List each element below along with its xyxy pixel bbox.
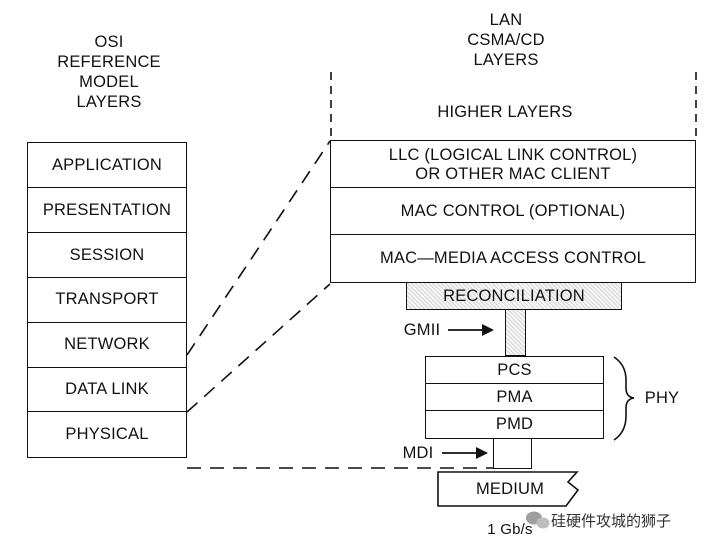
medium-label: MEDIUM [475,480,545,498]
lan-title: LAN CSMA/CD LAYERS [467,11,545,69]
watermark: 硅硬件攻城的狮子 [525,507,715,533]
mdi-label: MDI [402,444,434,462]
network-to-llc-dashed-line [186,140,331,356]
wechat-logo-icon [526,511,550,529]
speed-label: 1 Gb/s [487,521,533,538]
osi-layer-data-link: DATA LINK [27,366,187,414]
reconciliation-box: RECONCILIATION [406,282,622,310]
osi-layer-stack: APPLICATION PRESENTATION SESSION TRANSPO… [27,142,187,458]
mdi-arrow-icon [442,447,488,459]
phy-label: PHY [644,389,680,407]
osi-layer-application: APPLICATION [27,142,187,189]
osi-title: OSI REFERENCE MODEL LAYERS [57,33,161,111]
llc-box: LLC (LOGICAL LINK CONTROL) OR OTHER MAC … [330,140,696,189]
mdi-connector [493,438,532,469]
pma-box: PMA [425,383,604,412]
gmii-label: GMII [403,321,441,339]
higher-layers-label: HIGHER LAYERS [437,103,573,121]
datalink-to-mac-dashed-line [186,283,331,413]
medium-box [437,471,580,507]
gmii-connector [505,309,526,356]
phy-brace [613,356,635,441]
osi-layer-transport: TRANSPORT [27,276,187,324]
gmii-arrow-icon [448,324,494,336]
pmd-box: PMD [425,410,604,439]
watermark-text: 硅硬件攻城的狮子 [551,512,672,530]
osi-layer-session: SESSION [27,231,187,279]
osi-layer-presentation: PRESENTATION [27,186,187,234]
osi-layer-network: NETWORK [27,321,187,369]
pcs-box: PCS [425,356,604,385]
osi-layer-physical: PHYSICAL [27,411,187,458]
mac-box: MAC—MEDIA ACCESS CONTROL [330,234,696,283]
mac-control-box: MAC CONTROL (OPTIONAL) [330,187,696,236]
